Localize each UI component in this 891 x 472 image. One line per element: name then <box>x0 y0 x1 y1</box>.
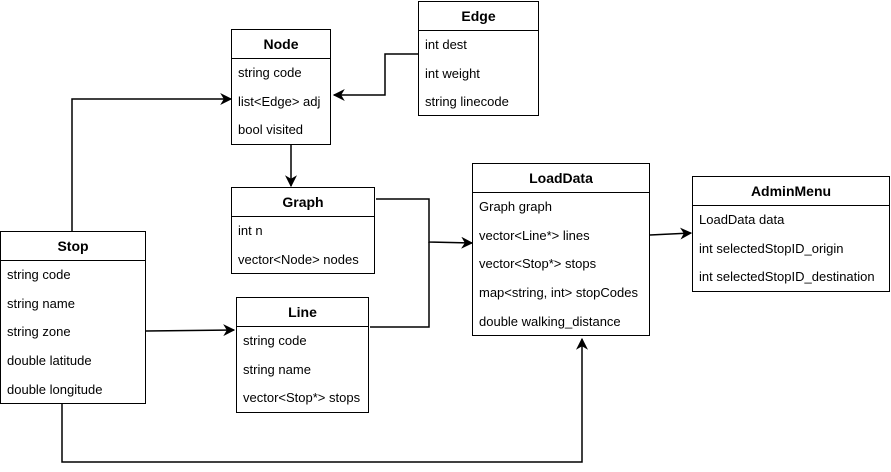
attribute: map<string, int> stopCodes <box>479 285 638 301</box>
attribute: double longitude <box>7 381 103 397</box>
attribute: double walking_distance <box>479 313 621 329</box>
attribute: vector<Node> nodes <box>238 251 359 267</box>
class-title: Stop <box>1 232 145 261</box>
attribute: list<Edge> adj <box>238 93 321 109</box>
attribute: string name <box>243 361 311 377</box>
class-stop[interactable]: Stop string code string name string zone… <box>0 231 146 404</box>
class-title: Edge <box>419 2 538 31</box>
class-loaddata[interactable]: LoadData Graph graph vector<Line*> lines… <box>472 163 650 336</box>
attribute: string name <box>7 295 75 311</box>
attribute: int n <box>238 223 263 238</box>
attribute: string code <box>7 267 71 282</box>
class-adminmenu[interactable]: AdminMenu LoadData data int selectedStop… <box>692 176 890 292</box>
attribute: Graph graph <box>479 199 552 214</box>
attribute: int weight <box>425 65 480 81</box>
arrow-stop-to-node <box>71 93 233 231</box>
class-line[interactable]: Line string code string name vector<Stop… <box>236 297 369 413</box>
attribute: int dest <box>425 37 467 52</box>
attribute: bool visited <box>238 122 304 138</box>
class-graph[interactable]: Graph int n vector<Node> nodes <box>231 187 375 274</box>
arrow-line-to-loaddata <box>370 242 430 328</box>
arrow-loaddata-to-adminmenu <box>649 227 693 240</box>
arrow-edge-to-node <box>332 53 418 101</box>
attribute: vector<Line*> lines <box>479 227 590 243</box>
attribute: string zone <box>7 324 71 340</box>
class-title: Graph <box>232 188 374 217</box>
attribute: LoadData data <box>699 212 785 227</box>
class-title: AdminMenu <box>693 177 889 206</box>
class-title: Line <box>237 298 368 327</box>
class-node[interactable]: Node string code list<Edge> adj bool vis… <box>231 29 331 145</box>
attribute: int selectedStopID_origin <box>699 240 844 256</box>
attribute: string code <box>238 65 302 80</box>
attribute: string linecode <box>425 94 509 110</box>
attribute: vector<Stop*> stops <box>479 256 597 272</box>
attribute: double latitude <box>7 353 92 369</box>
class-edge[interactable]: Edge int dest int weight string linecode <box>418 1 539 116</box>
arrow-graph-to-loaddata <box>376 198 474 249</box>
attribute: string code <box>243 333 307 348</box>
class-title: LoadData <box>473 164 649 193</box>
arrow-stop-to-line <box>145 324 236 337</box>
attribute: vector<Stop*> stops <box>243 390 361 406</box>
class-title: Node <box>232 30 330 59</box>
attribute: int selectedStopID_destination <box>699 269 875 285</box>
